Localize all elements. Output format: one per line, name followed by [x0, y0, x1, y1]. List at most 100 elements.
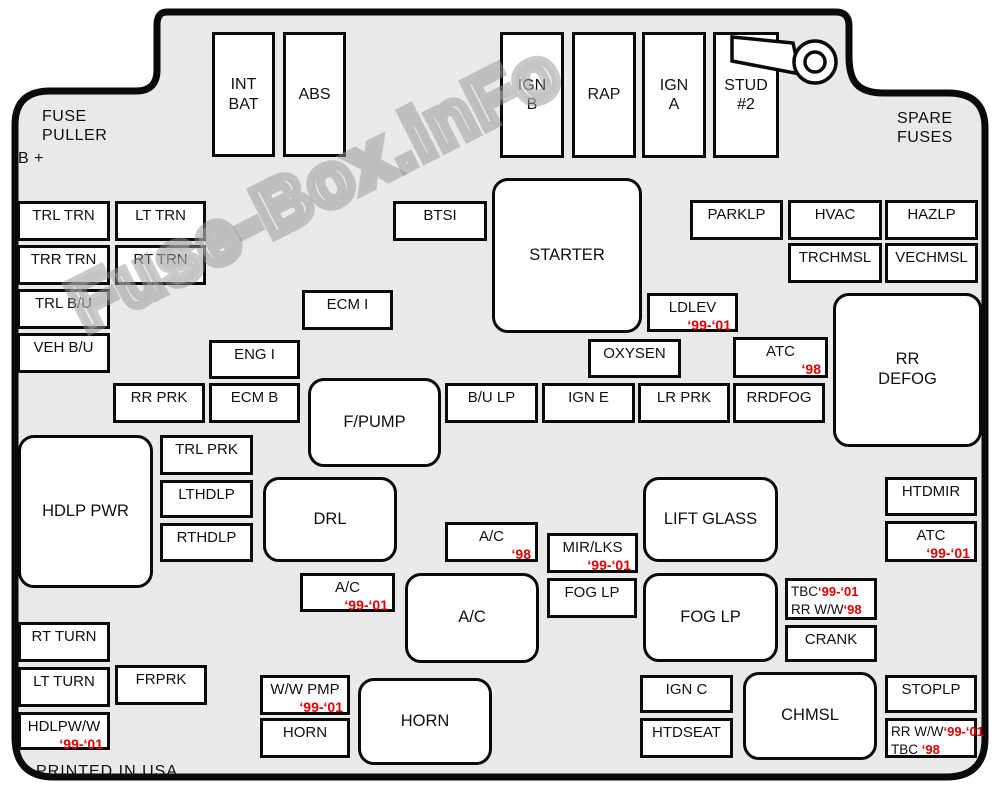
fuse-vechmsl-label: VECHMSL	[895, 249, 968, 266]
fuse-atc-98-line: ATC	[736, 343, 825, 361]
fuse-parklp-line: PARKLP	[693, 206, 780, 224]
spare-fuses-label: SPARE FUSES	[897, 110, 953, 146]
fuse-trl-bu-label: TRL B/U	[35, 295, 92, 312]
fuse-rrww-tbc-label: RR W/W	[891, 724, 944, 739]
fuse-trr-trn-line: TRR TRN	[20, 251, 107, 269]
fuse-rap-label: RAP	[587, 86, 621, 104]
fuse-hazlp-line: HAZLP	[888, 206, 975, 224]
fuse-frprk-label: FRPRK	[135, 671, 187, 688]
fuse-ldlev-year: ‘99-‘01	[687, 317, 731, 333]
fuse-stud-2-label: STUD	[724, 76, 768, 94]
fuse-ac-98-year: ‘98	[511, 546, 531, 562]
fuse-ecm-i-label: ECM I	[326, 296, 369, 313]
fuse-rt-trn-label: RT TRN	[133, 251, 188, 268]
fuse-fog-lp: FOG LP	[547, 578, 637, 618]
fuse-stud-2-line: STUD	[716, 76, 776, 95]
fuse-veh-bu-line: VEH B/U	[20, 339, 107, 357]
fuse-puller-label: FUSE PULLER	[42, 108, 108, 144]
fuse-ign-e: IGN E	[542, 383, 635, 423]
fuse-lt-trn-label: LT TRN	[135, 207, 186, 224]
fuse-veh-bu: VEH B/U	[17, 333, 110, 373]
fuse-ecm-i-line: ECM I	[305, 296, 390, 314]
fuse-eng-i: ENG I	[209, 340, 300, 379]
fuse-ldlev-label: LDLEV	[668, 299, 717, 316]
fuse-ac-99-01-line: ‘99-‘01	[303, 597, 392, 615]
fuse-rrww-tbc-line: RR W/W‘99-‘01	[888, 723, 984, 741]
fuse-parklp-label: PARKLP	[707, 206, 766, 223]
relay-drl: DRL	[263, 477, 397, 562]
fuse-atc-99-01-line: ATC	[888, 527, 974, 545]
fuse-bu-lp-label: B/U LP	[467, 389, 516, 406]
fuse-ac-99-01-year: ‘99-‘01	[344, 597, 388, 613]
relay-starter-line: STARTER	[495, 246, 639, 266]
fuse-crank-line: CRANK	[788, 631, 874, 649]
fuse-int-bat-line: INT	[215, 75, 272, 94]
relay-ac-line: A/C	[408, 608, 536, 628]
fuse-rr-prk: RR PRK	[113, 383, 205, 423]
fuse-htdseat-line: HTDSEAT	[643, 724, 730, 742]
fuse-atc-99-01-line: ‘99-‘01	[888, 545, 974, 563]
fuse-rr-prk-label: RR PRK	[130, 389, 188, 406]
fuse-lr-prk-label: LR PRK	[656, 389, 712, 406]
fuse-ldlev-line: ‘99-‘01	[650, 317, 735, 335]
fuse-ww-pmp: W/W PMP‘99-‘01	[260, 675, 350, 715]
fuse-ecm-b-label: ECM B	[230, 389, 279, 406]
fuse-ww-pmp-year: ‘99-‘01	[299, 699, 343, 715]
fuse-atc-98-year: ‘98	[801, 361, 821, 377]
fuse-ww-pmp-line: W/W PMP	[263, 681, 347, 699]
fuse-ign-a-label: A	[668, 96, 680, 113]
relay-hdlp-pwr-label: HDLP PWR	[42, 501, 129, 520]
fuse-hazlp: HAZLP	[885, 200, 978, 240]
fuse-atc-98: ATC‘98	[733, 337, 828, 378]
fuse-rt-trn-line: RT TRN	[118, 251, 203, 269]
fuse-ac-98: A/C‘98	[445, 522, 538, 562]
fuse-ww-pmp-label: W/W PMP	[270, 681, 340, 698]
fuse-tbc-rrww-label: RR W/W	[791, 601, 844, 617]
fuse-mir-lks-year: ‘99-‘01	[587, 557, 631, 573]
fuse-mir-lks-line: ‘99-‘01	[550, 557, 635, 575]
fuse-lr-prk: LR PRK	[638, 383, 730, 423]
fuse-ign-b-line: IGN	[503, 76, 561, 95]
fuse-hdlpww-label: HDLPW/W	[27, 718, 101, 735]
fuse-hdlpww: HDLPW/W‘99-‘01	[18, 712, 110, 752]
relay-horn: HORN	[358, 678, 492, 765]
relay-hdlp-pwr: HDLP PWR	[18, 435, 153, 588]
fuse-lthdlp: LTHDLP	[160, 480, 253, 518]
fuse-lthdlp-label: LTHDLP	[178, 486, 235, 503]
fuse-ecm-i: ECM I	[302, 290, 393, 330]
fuse-rt-turn-label: RT TURN	[31, 628, 97, 645]
fuse-tbc-rrww-line: TBC‘99-‘01	[788, 583, 874, 601]
fuse-ldlev: LDLEV‘99-‘01	[647, 293, 738, 335]
fuse-rr-prk-line: RR PRK	[116, 389, 202, 407]
fuse-trl-prk: TRL PRK	[160, 435, 253, 475]
fuse-trchmsl-label: TRCHMSL	[798, 249, 872, 266]
fuse-mir-lks: MIR/LKS‘99-‘01	[547, 533, 638, 573]
fuse-mir-lks-label: MIR/LKS	[562, 539, 623, 556]
fuse-bu-lp-line: B/U LP	[448, 389, 535, 407]
fuse-int-bat-label: INT	[230, 76, 257, 94]
fuse-btsi: BTSI	[393, 201, 487, 241]
fuse-abs: ABS	[283, 32, 346, 157]
fuse-hazlp-label: HAZLP	[907, 206, 956, 223]
relay-lift-glass: LIFT GLASS	[643, 477, 778, 562]
fuse-frprk-line: FRPRK	[118, 671, 204, 689]
fuse-stoplp-line: STOPLP	[888, 681, 974, 699]
fuse-tbc-rrww-label: TBC	[791, 584, 818, 599]
relay-rr-defog-line: DEFOG	[836, 370, 979, 390]
fuse-rt-turn: RT TURN	[18, 622, 110, 662]
fuse-rrww-tbc-year: ‘99-‘01	[943, 724, 984, 739]
fuse-horn-line: HORN	[263, 724, 347, 742]
fuse-lt-turn: LT TURN	[18, 667, 110, 707]
fuse-veh-bu-label: VEH B/U	[33, 339, 94, 356]
fuse-int-bat-label: BAT	[228, 95, 259, 113]
fuse-vechmsl-line: VECHMSL	[888, 249, 975, 267]
fuse-lt-trn: LT TRN	[115, 201, 206, 241]
fuse-crank-label: CRANK	[804, 631, 858, 648]
relay-starter: STARTER	[492, 178, 642, 333]
printed-in-usa-label: PRINTED IN USA	[36, 763, 179, 780]
fuse-trl-trn: TRL TRN	[17, 201, 110, 241]
